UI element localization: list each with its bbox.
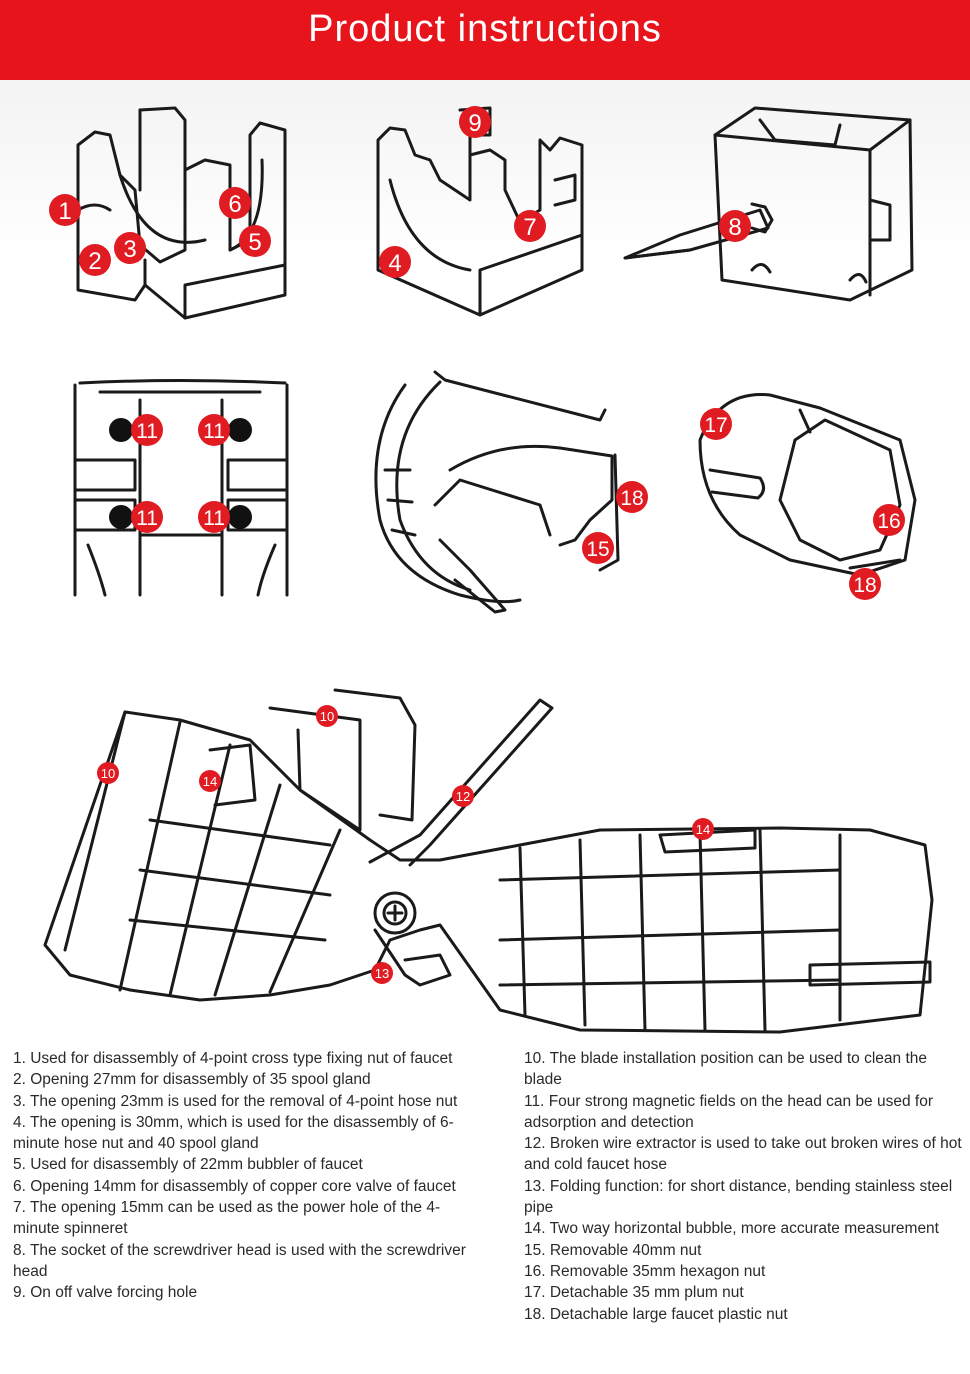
svg-text:15: 15	[586, 538, 609, 561]
svg-text:1: 1	[58, 198, 71, 225]
svg-text:11: 11	[203, 507, 225, 530]
badge-16: 16	[873, 504, 905, 536]
instruction-item: 8. The socket of the screwdriver head is…	[13, 1241, 466, 1280]
instruction-item: 5. Used for disassembly of 22mm bubbler …	[13, 1156, 363, 1174]
instruction-item: 3. The opening 23mm is used for the remo…	[13, 1092, 458, 1110]
svg-text:13: 13	[375, 966, 389, 981]
badge-2: 2	[79, 244, 111, 276]
instruction-item: 7. The opening 15mm can be used as the p…	[13, 1199, 441, 1238]
svg-text:11: 11	[136, 420, 158, 443]
svg-text:10: 10	[320, 709, 334, 724]
badge-12: 12	[452, 785, 474, 807]
svg-text:18: 18	[620, 487, 643, 510]
instruction-item: 14. Two way horizontal bubble, more accu…	[524, 1220, 939, 1238]
instruction-item: 2. Opening 27mm for disassembly of 35 sp…	[13, 1071, 371, 1089]
magnet-dots	[109, 418, 252, 529]
magnetic-head-drawing	[73, 379, 289, 597]
instructions-right-column: 10. The blade installation position can …	[524, 1048, 964, 1325]
svg-text:8: 8	[728, 214, 741, 241]
instruction-item: 9. On off valve forcing hole	[13, 1284, 198, 1302]
page-title: Product instructions	[308, 8, 662, 50]
badge-6: 6	[219, 187, 251, 219]
badge-10-top: 10	[316, 705, 338, 727]
svg-text:3: 3	[123, 236, 136, 263]
badge-13: 13	[371, 962, 393, 984]
badge-7: 7	[514, 210, 546, 242]
badge-10-left: 10	[97, 762, 119, 784]
round-socket-drawing	[374, 370, 620, 614]
badge-18-round-socket: 18	[616, 481, 648, 513]
badge-14-right: 14	[692, 818, 714, 840]
header-banner	[0, 0, 970, 80]
instruction-item: 17. Detachable 35 mm plum nut	[524, 1284, 744, 1302]
svg-text:4: 4	[388, 250, 401, 277]
instruction-item: 18. Detachable large faucet plastic nut	[524, 1305, 788, 1323]
svg-text:14: 14	[696, 822, 710, 837]
instructions-left-column: 1. Used for disassembly of 4-point cross…	[13, 1048, 473, 1304]
svg-text:17: 17	[704, 414, 727, 437]
badge-4: 4	[379, 246, 411, 278]
badge-15: 15	[582, 532, 614, 564]
badge-8: 8	[719, 210, 751, 242]
badge-11-top-right: 11	[198, 414, 230, 446]
svg-text:7: 7	[523, 214, 536, 241]
instruction-item: 13. Folding function: for short distance…	[524, 1177, 953, 1217]
badge-11-bottom-left: 11	[131, 501, 163, 533]
instruction-item: 15. Removable 40mm nut	[524, 1241, 702, 1259]
socket-b-drawing	[376, 106, 584, 317]
svg-text:5: 5	[248, 229, 261, 256]
instruction-item: 16. Removable 35mm hexagon nut	[524, 1262, 766, 1280]
svg-text:10: 10	[101, 766, 115, 781]
socket-c-drawing	[623, 106, 914, 302]
instruction-item: 6. Opening 14mm for disassembly of coppe…	[13, 1177, 456, 1195]
octagon-socket-drawing	[698, 393, 917, 577]
svg-text:11: 11	[203, 420, 225, 443]
instruction-item: 11. Four strong magnetic fields on the h…	[524, 1092, 933, 1131]
badge-11-top-left: 11	[131, 414, 163, 446]
svg-text:6: 6	[228, 191, 241, 218]
socket-a-drawing	[76, 106, 287, 320]
svg-text:18: 18	[853, 574, 876, 597]
badge-9: 9	[459, 106, 491, 138]
svg-text:12: 12	[456, 789, 470, 804]
instruction-item: 1. Used for disassembly of 4-point cross…	[13, 1050, 453, 1067]
badge-3: 3	[114, 232, 146, 264]
svg-text:9: 9	[468, 110, 481, 137]
svg-text:2: 2	[88, 248, 101, 275]
wrench-body-drawing	[43, 688, 934, 1034]
instruction-item: 12. Broken wire extractor is used to tak…	[524, 1135, 962, 1174]
badge-1: 1	[49, 194, 81, 226]
instruction-item: 4. The opening is 30mm, which is used fo…	[13, 1113, 454, 1153]
badge-17: 17	[700, 408, 732, 440]
badge-11-bottom-right: 11	[198, 501, 230, 533]
badge-5: 5	[239, 225, 271, 257]
badge-18-octagon-socket: 18	[849, 568, 881, 600]
svg-text:11: 11	[136, 507, 158, 530]
instruction-item: 10. The blade installation position can …	[524, 1050, 927, 1089]
svg-text:14: 14	[203, 774, 217, 789]
product-illustration: 1 2 3 4 5 6 7 8 9 11 11 11 11 15 16 17 1…	[43, 106, 934, 1034]
svg-text:16: 16	[877, 510, 900, 533]
badge-14-left: 14	[199, 770, 221, 792]
